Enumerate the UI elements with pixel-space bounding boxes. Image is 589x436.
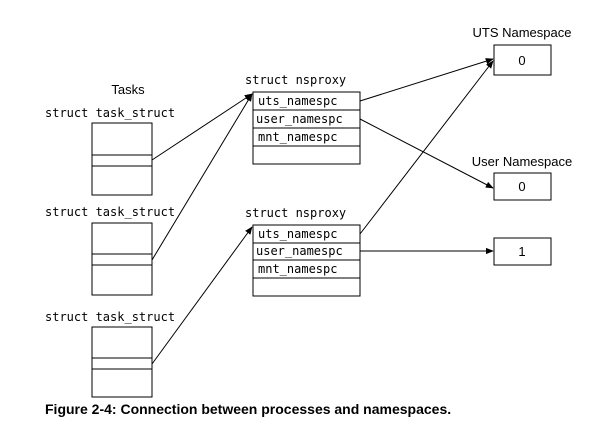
user-namespace-box-2	[493, 237, 552, 266]
arrow-nsproxy1-uts-to-uts-namespace	[359, 58, 494, 102]
nsproxy-field-user: user_namespc	[256, 244, 343, 258]
task-struct-nsproxy-field	[91, 154, 153, 167]
arrow-task3-to-nsproxy2	[151, 226, 253, 365]
arrow-nsproxy1-user-to-user-namespace-0	[359, 118, 494, 189]
nsproxy-2: struct nsproxy uts_namespc user_namespc …	[245, 206, 361, 297]
task-struct-label: struct task_struct	[45, 106, 175, 120]
arrow-nsproxy2-uts-to-uts-namespace	[359, 60, 494, 235]
task-struct-box	[91, 222, 153, 296]
user-namespace-value-1: 0	[518, 179, 525, 194]
task-struct-3: struct task_struct	[45, 310, 175, 398]
uts-namespace-box	[493, 44, 552, 76]
nsproxy-title: struct nsproxy	[245, 73, 346, 87]
user-namespace-box-1	[493, 172, 552, 201]
nsproxy-field-uts: uts_namespc	[258, 227, 337, 241]
task-struct-box	[91, 122, 153, 196]
task-struct-nsproxy-field	[91, 253, 153, 266]
task-struct-2: struct task_struct	[45, 205, 175, 296]
user-namespace-title: User Namespace	[472, 154, 572, 169]
arrow-task1-to-nsproxy1	[151, 93, 253, 161]
user-namespace: User Namespace 0 1	[472, 154, 572, 266]
nsproxy-field-mnt: mnt_namespc	[258, 130, 337, 144]
nsproxy-1: struct nsproxy uts_namespc user_namespc …	[245, 73, 361, 165]
nsproxy-field-user: user_namespc	[256, 112, 343, 126]
task-struct-label: struct task_struct	[45, 205, 175, 219]
user-namespace-value-2: 1	[518, 244, 525, 259]
uts-namespace: UTS Namespace 0	[473, 25, 572, 76]
task-struct-box	[91, 326, 153, 398]
task-struct-1: struct task_struct	[45, 106, 175, 196]
nsproxy-field-mnt: mnt_namespc	[258, 262, 337, 276]
tasks-heading: Tasks	[111, 82, 145, 97]
task-struct-nsproxy-field	[91, 357, 153, 370]
uts-namespace-title: UTS Namespace	[473, 25, 572, 40]
arrow-task2-to-nsproxy1	[151, 93, 253, 261]
nsproxy-field-uts: uts_namespc	[258, 94, 337, 108]
figure-caption: Figure 2-4: Connection between processes…	[45, 401, 451, 417]
uts-namespace-value: 0	[518, 53, 525, 68]
task-struct-label: struct task_struct	[45, 310, 175, 324]
nsproxy-title: struct nsproxy	[245, 206, 346, 220]
